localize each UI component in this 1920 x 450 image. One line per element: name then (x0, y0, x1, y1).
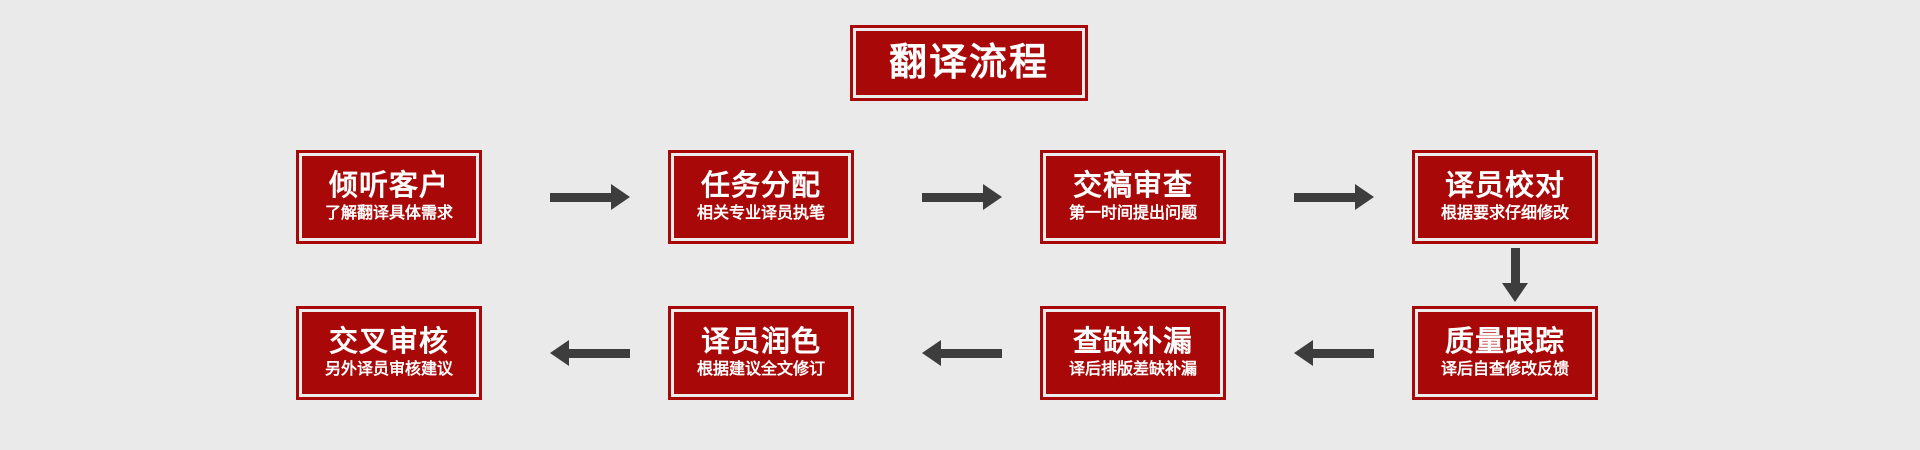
step-subtitle: 了解翻译具体需求 (324, 204, 453, 222)
step-title: 交稿审查 (1072, 170, 1193, 203)
step-title: 译员校对 (1444, 170, 1565, 203)
step-box-submission-review[interactable]: 交稿审查 第一时间提出问题 (1040, 150, 1226, 244)
step-box-translator-polishing[interactable]: 译员润色 根据建议全文修订 (668, 306, 854, 400)
step-box-listen-to-client[interactable]: 倾听客户 了解翻译具体需求 (296, 150, 482, 244)
step-title: 质量跟踪 (1444, 326, 1565, 359)
arrow-head-left (1294, 340, 1313, 366)
step-subtitle: 根据要求仔细修改 (1440, 204, 1569, 222)
arrow-right-step2-to-step3 (922, 184, 1002, 210)
step-box-task-assignment[interactable]: 任务分配 相关专业译员执笔 (668, 150, 854, 244)
step-subtitle: 相关专业译员执笔 (696, 204, 825, 222)
step-box-quality-tracking[interactable]: 质量跟踪 译后自查修改反馈 (1412, 306, 1598, 400)
step-title: 查缺补漏 (1072, 326, 1193, 359)
step-box-cross-review[interactable]: 交叉审核 另外译员审核建议 (296, 306, 482, 400)
step-subtitle: 第一时间提出问题 (1068, 204, 1197, 222)
arrow-head-right (983, 184, 1002, 210)
arrow-right-step3-to-step4 (1294, 184, 1374, 210)
step-subtitle: 译后排版差缺补漏 (1068, 360, 1197, 378)
step-title: 交叉审核 (328, 326, 449, 359)
arrow-left-step7-to-step8 (550, 340, 630, 366)
step-title: 任务分配 (700, 170, 821, 203)
step-title: 译员润色 (700, 326, 821, 359)
arrow-left-step5-to-step6 (1294, 340, 1374, 366)
arrow-right-step1-to-step2 (550, 184, 630, 210)
arrow-shaft (569, 348, 630, 358)
arrow-shaft (941, 348, 1002, 358)
arrow-left-step6-to-step7 (922, 340, 1002, 366)
arrow-shaft (1313, 348, 1374, 358)
step-title: 倾听客户 (328, 170, 449, 203)
arrow-shaft (922, 192, 983, 202)
flowchart-title-text: 翻译流程 (888, 42, 1049, 84)
step-subtitle: 另外译员审核建议 (324, 360, 453, 378)
flowchart-title-box: 翻译流程 (850, 25, 1088, 101)
arrow-head-right (1355, 184, 1374, 210)
arrow-head-left (550, 340, 569, 366)
step-box-translator-proofreading[interactable]: 译员校对 根据要求仔细修改 (1412, 150, 1598, 244)
step-subtitle: 根据建议全文修订 (696, 360, 825, 378)
arrow-shaft (550, 192, 611, 202)
arrow-shaft (1294, 192, 1355, 202)
arrow-down-step4-to-step5 (1502, 248, 1528, 302)
arrow-head-down (1502, 283, 1528, 302)
step-box-gap-check[interactable]: 查缺补漏 译后排版差缺补漏 (1040, 306, 1226, 400)
arrow-head-left (922, 340, 941, 366)
step-subtitle: 译后自查修改反馈 (1440, 360, 1569, 378)
arrow-head-right (611, 184, 630, 210)
arrow-shaft-vertical (1510, 248, 1520, 283)
